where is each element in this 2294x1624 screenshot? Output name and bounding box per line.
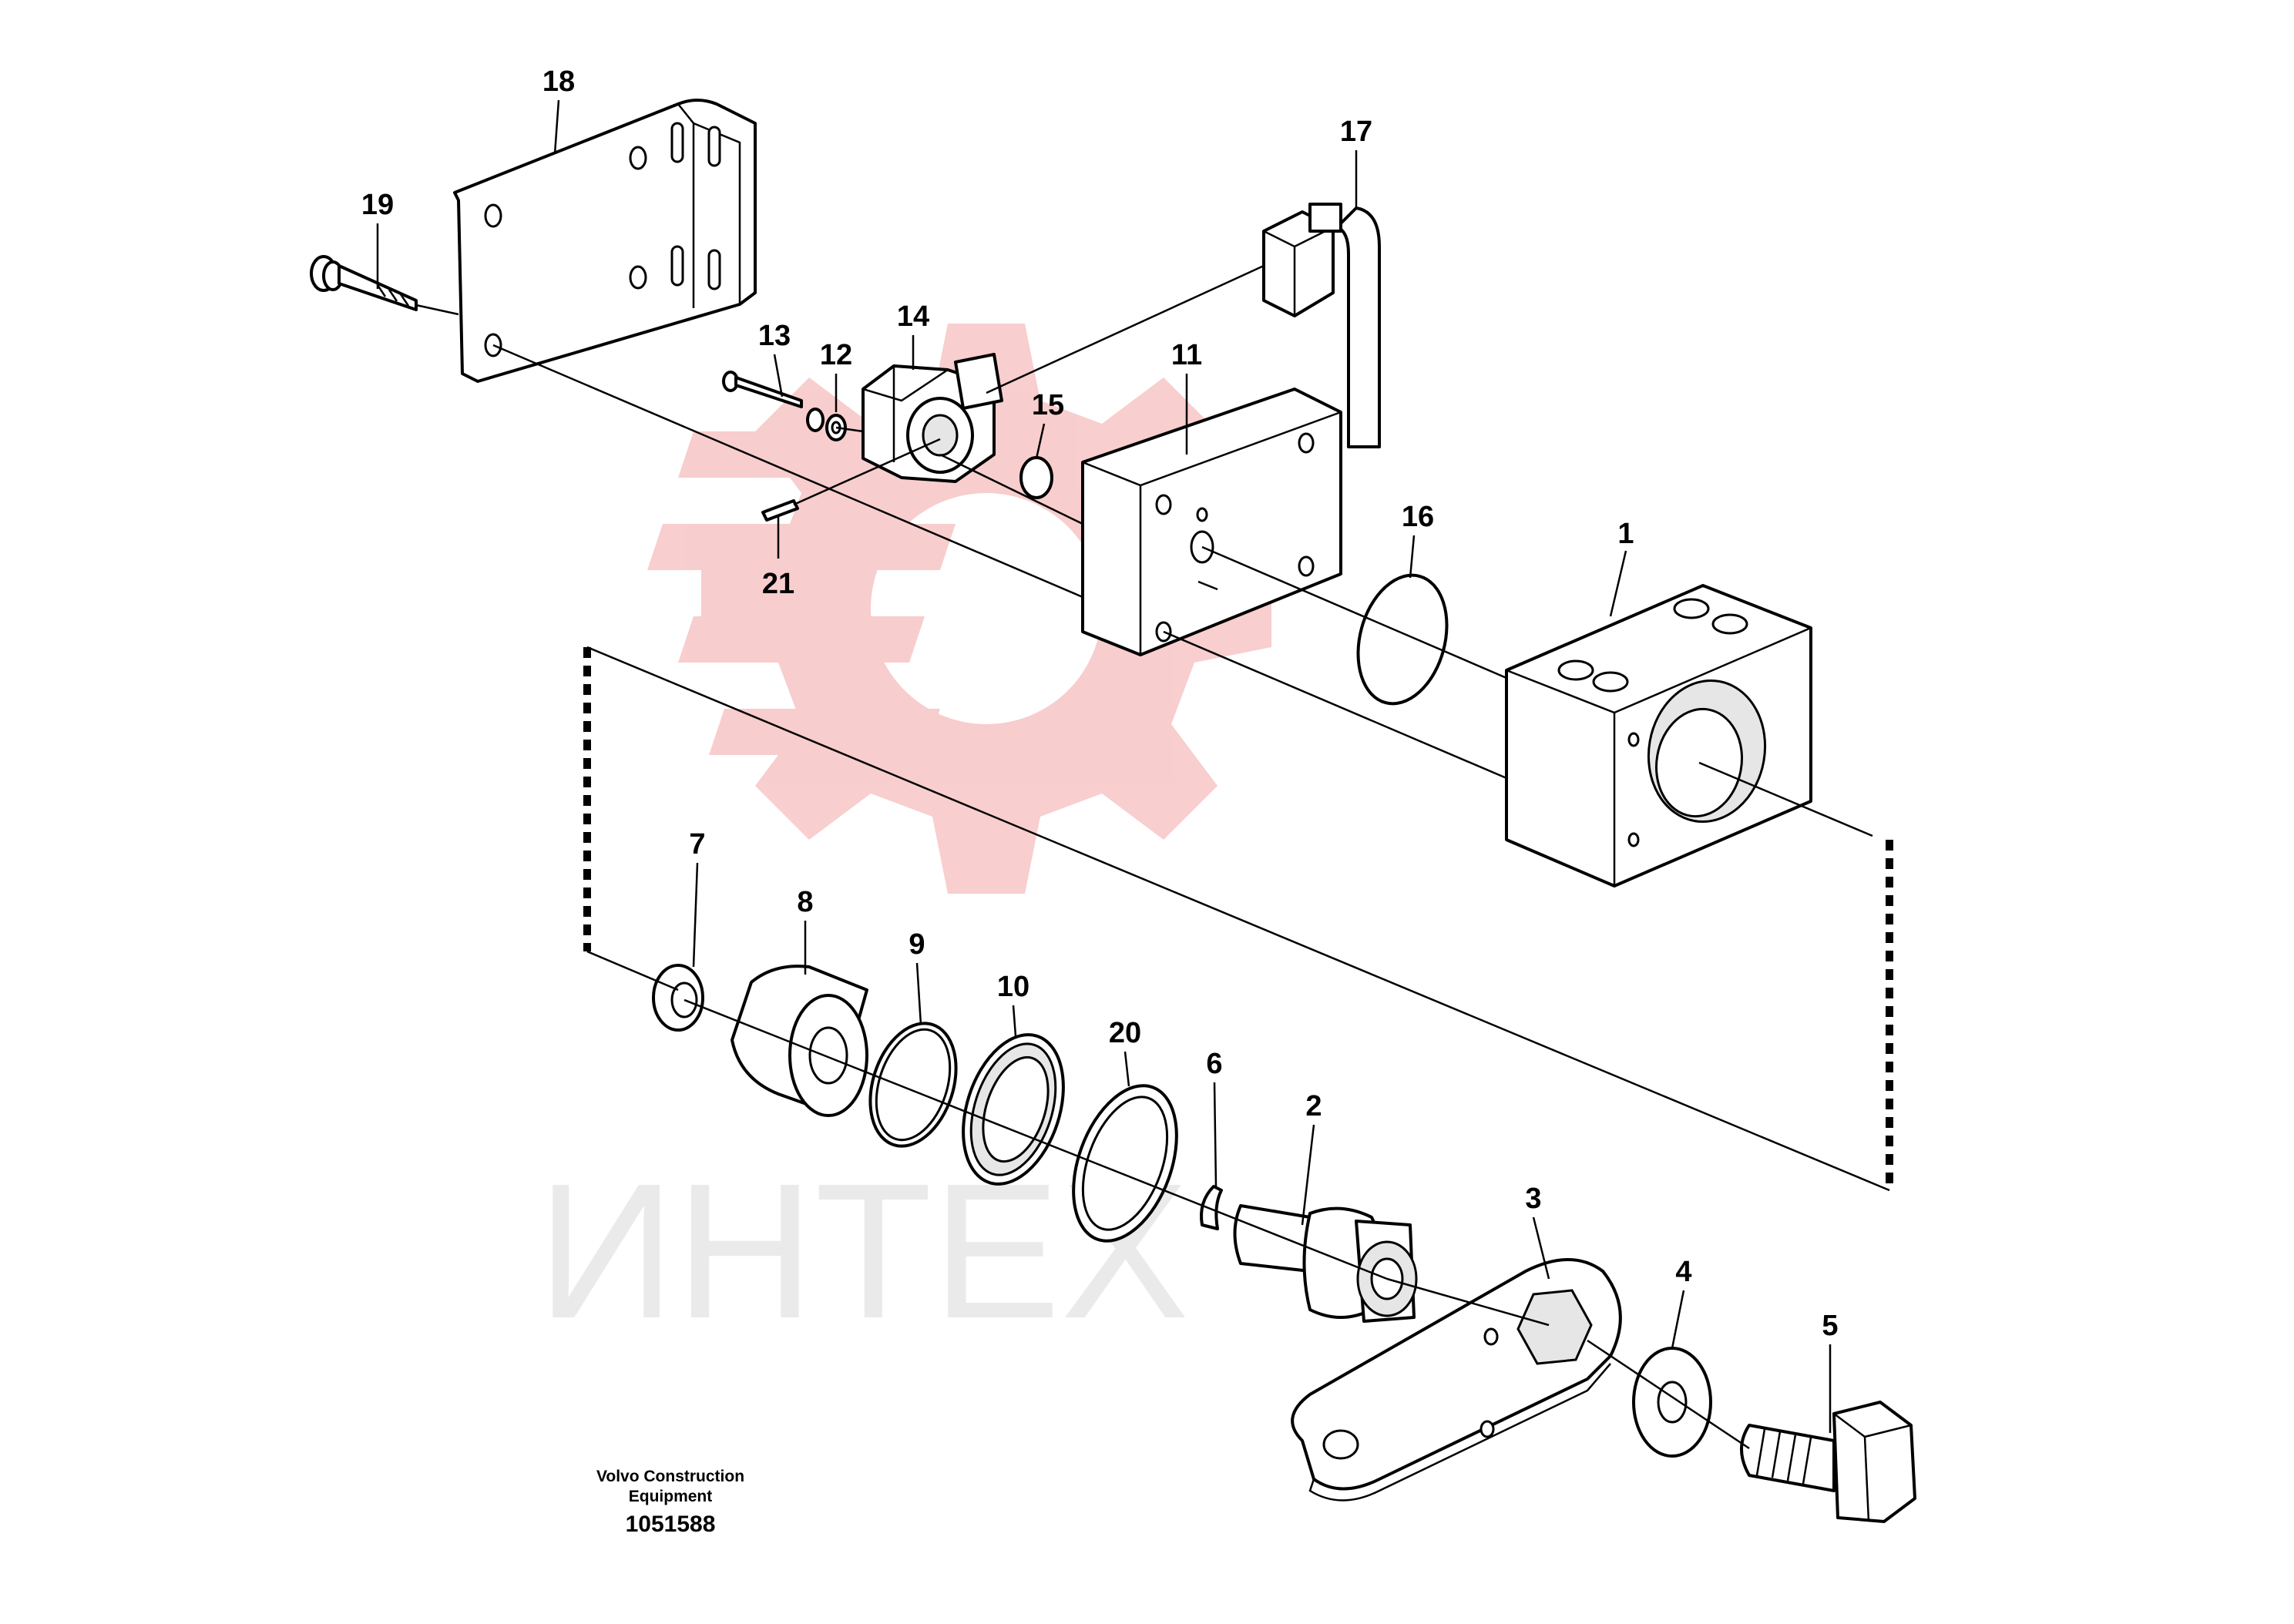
callout-leaders xyxy=(376,99,1832,1433)
part-5-hex-bolt xyxy=(1740,1401,1916,1523)
callout-4: 4 xyxy=(1675,1256,1691,1288)
part-16-o-ring xyxy=(1356,573,1449,706)
callout-18: 18 xyxy=(542,65,575,98)
callout-20: 20 xyxy=(1109,1017,1141,1049)
part-4-washer xyxy=(1632,1347,1712,1458)
manufacturer-line1: Volvo Construction xyxy=(596,1468,745,1485)
callout-6: 6 xyxy=(1206,1048,1222,1080)
callout-1: 1 xyxy=(1617,518,1634,550)
callout-14: 14 xyxy=(897,300,929,333)
drawing-number: 1051588 xyxy=(625,1512,716,1537)
callouts: 1 2 3 4 5 6 7 8 9 10 11 12 13 14 15 16 1… xyxy=(361,65,1839,1342)
part-19-bolt xyxy=(310,255,418,311)
part-13-screw xyxy=(722,371,803,408)
part-9-snap-ring xyxy=(868,1022,958,1148)
callout-21: 21 xyxy=(762,568,794,600)
part-1-valve-body xyxy=(1505,584,1812,887)
part-21-pin xyxy=(761,499,799,522)
part-17-sensor-cable xyxy=(1262,203,1381,448)
callout-19: 19 xyxy=(361,189,394,221)
assembly-dashed-frame xyxy=(583,647,1893,1190)
callout-5: 5 xyxy=(1822,1310,1838,1342)
callout-12: 12 xyxy=(820,339,852,371)
callout-10: 10 xyxy=(997,971,1029,1003)
part-8-bushing xyxy=(731,965,868,1117)
part-15-o-ring xyxy=(1019,456,1053,499)
part-10-seal xyxy=(962,1033,1065,1186)
callout-7: 7 xyxy=(689,828,705,861)
assembly-frame-lines xyxy=(586,646,1890,1192)
assembly-axis-lines xyxy=(415,264,1873,1450)
callout-16: 16 xyxy=(1402,501,1434,533)
callout-3: 3 xyxy=(1525,1183,1541,1215)
part-14-sensor-housing xyxy=(862,353,1003,483)
part-7-nut xyxy=(652,964,704,1032)
part-3-lever-arm xyxy=(1291,1258,1622,1502)
callout-17: 17 xyxy=(1340,116,1372,148)
callout-15: 15 xyxy=(1032,389,1064,421)
manufacturer-line2: Equipment xyxy=(628,1488,713,1505)
callout-9: 9 xyxy=(909,928,925,961)
callout-11: 11 xyxy=(1171,339,1202,371)
callout-8: 8 xyxy=(797,886,813,918)
part-18-bracket xyxy=(453,99,757,383)
callout-13: 13 xyxy=(758,320,791,352)
part-6-key xyxy=(1200,1185,1223,1230)
part-20-seal-ring xyxy=(1072,1084,1178,1243)
part-2-shaft xyxy=(1233,1204,1418,1323)
callout-2: 2 xyxy=(1305,1090,1322,1122)
